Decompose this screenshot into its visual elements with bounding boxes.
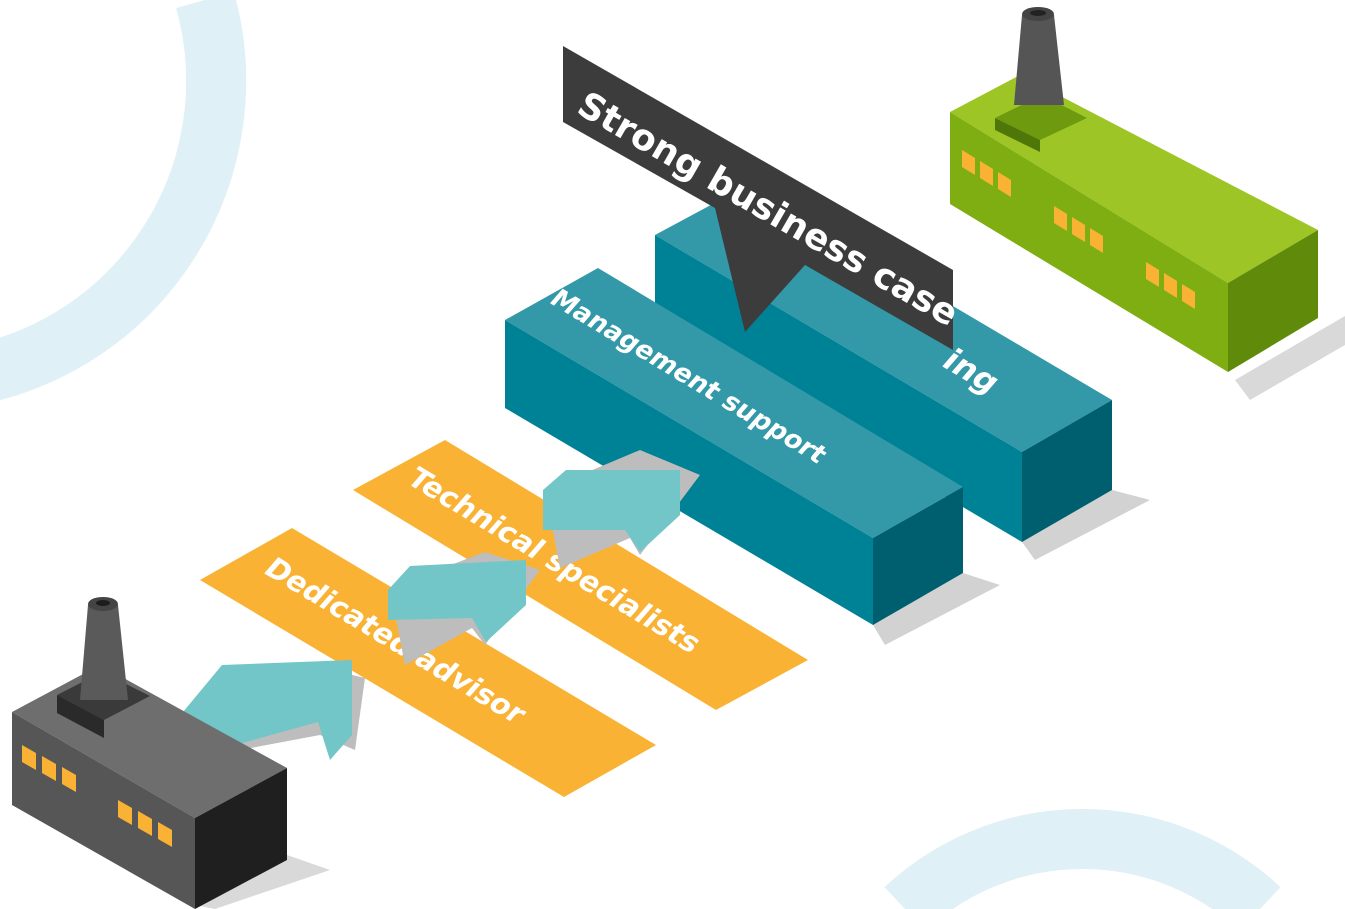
management-block-shadow	[873, 573, 1000, 645]
end-factory-front	[950, 112, 1228, 372]
end-factory-windows	[962, 150, 1195, 309]
decorative-rings	[0, 0, 1281, 909]
start-factory-chimney	[80, 605, 128, 700]
start-factory-icon	[12, 597, 330, 909]
end-factory-chimney	[1014, 15, 1064, 105]
start-factory-windows	[22, 745, 172, 847]
arrow-icon-2	[388, 552, 540, 665]
start-factory-side	[195, 768, 287, 909]
decorative-ring-bottom-right	[884, 808, 1281, 909]
start-factory-front	[12, 712, 195, 909]
arrow-2-shape	[388, 560, 526, 642]
dedicated-advisor-strip	[200, 528, 656, 797]
start-factory-shadow	[195, 855, 330, 909]
management-block-top	[505, 268, 963, 538]
end-factory-chimney-opening	[1030, 10, 1046, 16]
funding-block-side	[1022, 400, 1112, 542]
funding-block-shadow	[1022, 490, 1150, 560]
arrow-3-shape	[543, 470, 680, 552]
management-block-side	[873, 487, 963, 625]
end-factory-chimney-base-top	[995, 95, 1087, 140]
decorative-ring-top-left	[0, 0, 247, 401]
callout-shape	[563, 46, 953, 350]
end-factory-shadow	[1235, 316, 1345, 400]
start-factory-chimney-base-front	[57, 695, 104, 738]
start-factory-chimney-opening	[96, 600, 110, 606]
arrow-icon-3	[543, 450, 700, 568]
end-factory-side	[1228, 230, 1318, 372]
end-factory-icon	[950, 7, 1345, 400]
end-factory-chimney-base-front	[995, 118, 1040, 152]
technical-specialists-strip	[353, 440, 808, 710]
